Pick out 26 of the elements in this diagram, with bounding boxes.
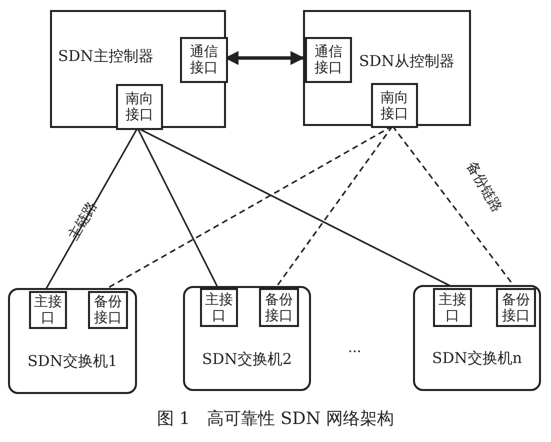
link-label: 备份链路 [462, 158, 506, 216]
interface-box: 南向接口 [371, 83, 418, 128]
switch-label: SDN交换机2 [201, 350, 293, 369]
interface-box: 备份接口 [259, 288, 299, 327]
ellipsis: ... [348, 340, 362, 356]
switch-box [413, 285, 541, 391]
controller-box [50, 10, 226, 128]
figure-caption: 图 1 高可靠性 SDN 网络架构 [156, 408, 396, 430]
switch-box [8, 288, 137, 394]
interface-box: 备份接口 [496, 288, 536, 327]
controller-label: SDN从控制器 [359, 52, 454, 71]
controller-box [303, 10, 471, 126]
switch-label: SDN交换机n [430, 349, 524, 368]
interface-box: 南向接口 [116, 84, 163, 130]
interface-box: 通信接口 [180, 37, 228, 83]
switch-box [183, 286, 311, 391]
switch-label: SDN交换机1 [26, 352, 118, 371]
interface-box: 主接口 [200, 288, 238, 327]
backup-link-line [276, 126, 394, 286]
link-line [45, 128, 138, 290]
controller-label: SDN主控制器 [58, 47, 154, 66]
interface-box: 主接口 [29, 291, 67, 329]
interface-box: 主接口 [433, 288, 472, 327]
interface-box: 备份接口 [88, 291, 128, 329]
interface-box: 通信接口 [305, 37, 352, 83]
link-line [136, 128, 218, 286]
